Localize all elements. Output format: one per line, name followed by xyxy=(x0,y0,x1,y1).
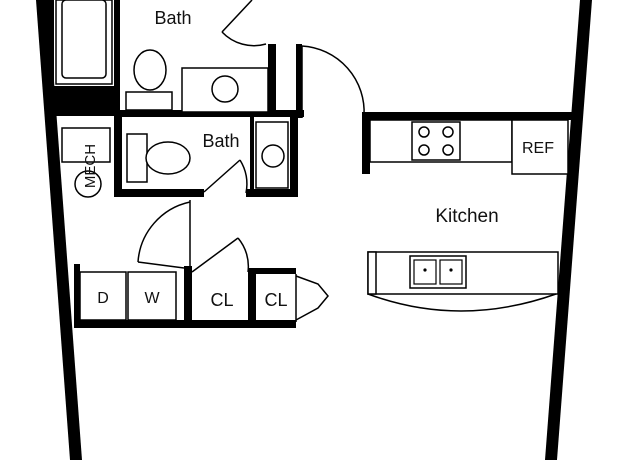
washer xyxy=(127,271,177,321)
wall-segment xyxy=(362,112,370,174)
dryer-label: D xyxy=(97,290,109,307)
wall-segment xyxy=(246,189,298,197)
outer-wall-right xyxy=(545,0,592,460)
wall-segment xyxy=(114,0,120,112)
mech-unit xyxy=(61,127,111,198)
closet-left-label: CL xyxy=(210,290,233,310)
wall-segment xyxy=(248,268,296,274)
dryer xyxy=(79,271,127,321)
washer-label: W xyxy=(144,290,160,307)
wall-segment xyxy=(268,44,276,114)
bathtub xyxy=(55,0,113,85)
bath-lower-label: Bath xyxy=(202,131,239,151)
wall-segment xyxy=(250,117,254,191)
refrigerator-label: REF xyxy=(522,140,554,157)
sink xyxy=(255,121,289,189)
kitchen-sink xyxy=(409,255,467,289)
wall-segment xyxy=(114,189,204,197)
wall-segment xyxy=(248,268,256,326)
closet-right-label: CL xyxy=(264,290,287,310)
sink-vanity xyxy=(181,67,269,113)
stove xyxy=(411,121,461,161)
refrigerator xyxy=(511,119,569,175)
outer-wall-left xyxy=(36,0,82,460)
wall-segment xyxy=(362,112,574,120)
closet-door-left xyxy=(191,237,250,273)
wall-segment xyxy=(296,44,302,118)
wall-segment xyxy=(48,0,54,92)
mech-label: MECH xyxy=(82,144,99,188)
bathroom-door-lower xyxy=(203,159,248,194)
entry-door xyxy=(301,45,365,118)
wall-segment xyxy=(184,266,192,326)
wall-segment xyxy=(114,117,122,197)
closet-door-right xyxy=(295,274,329,322)
bathroom-door-upper xyxy=(221,0,267,47)
kitchen-label: Kitchen xyxy=(435,206,498,227)
toilet xyxy=(125,49,173,111)
wall-segment xyxy=(74,264,80,326)
toilet xyxy=(126,133,191,183)
wall-segment xyxy=(290,117,298,197)
hallway-door xyxy=(137,200,191,269)
wall-segment xyxy=(114,110,304,117)
wall-segment xyxy=(48,86,120,116)
bath-upper-label: Bath xyxy=(154,8,191,28)
